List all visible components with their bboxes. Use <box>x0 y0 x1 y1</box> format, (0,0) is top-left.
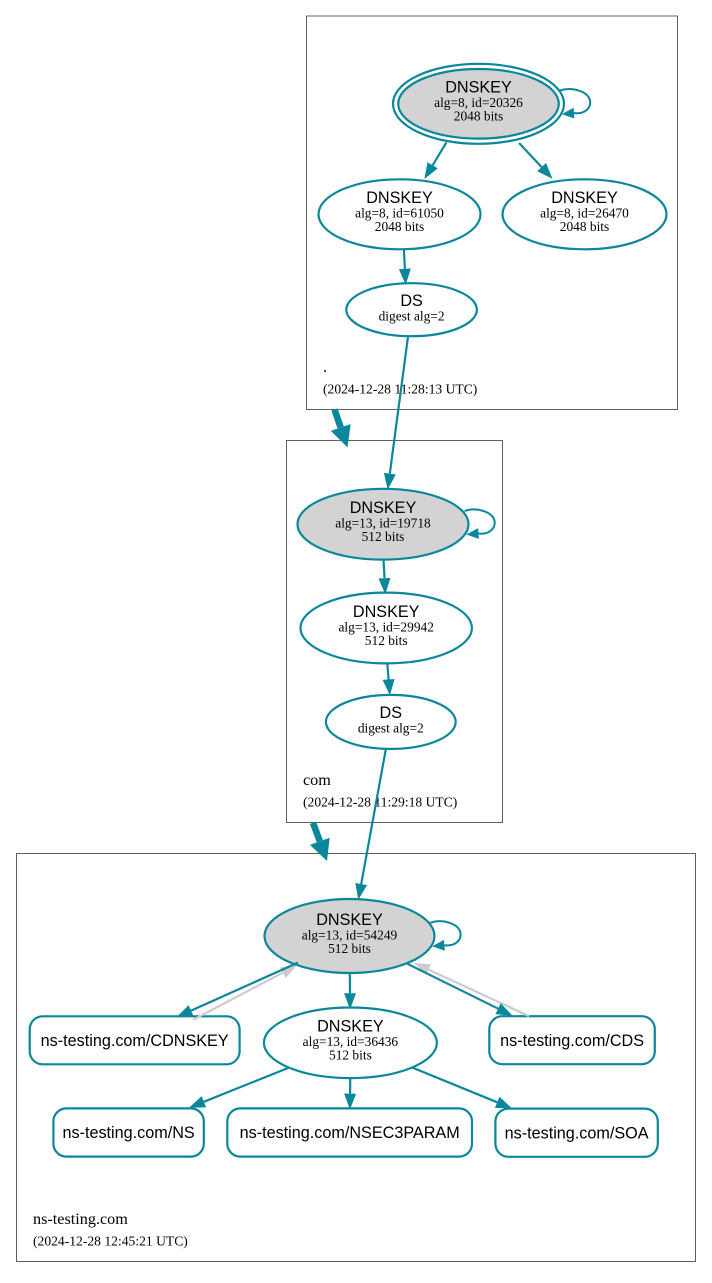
svg-text:digest alg=2: digest alg=2 <box>379 308 445 323</box>
svg-text:512 bits: 512 bits <box>329 1048 372 1063</box>
svg-text:512 bits: 512 bits <box>362 529 405 544</box>
svg-text:2048 bits: 2048 bits <box>375 219 424 234</box>
svg-text:digest alg=2: digest alg=2 <box>358 721 424 736</box>
svg-text:ns-testing.com: ns-testing.com <box>33 1210 128 1228</box>
svg-text:(2024-12-28 12:45:21 UTC): (2024-12-28 12:45:21 UTC) <box>33 1234 188 1250</box>
svg-text:2048 bits: 2048 bits <box>560 219 609 234</box>
svg-text:DNSKEY: DNSKEY <box>317 1018 384 1036</box>
svg-text:DS: DS <box>380 704 403 722</box>
svg-text:com: com <box>303 771 331 789</box>
svg-text:(2024-12-28 11:29:18 UTC): (2024-12-28 11:29:18 UTC) <box>303 795 457 811</box>
svg-text:2048 bits: 2048 bits <box>454 109 503 124</box>
svg-text:DNSKEY: DNSKEY <box>445 79 512 97</box>
svg-text:ns-testing.com/NSEC3PARAM: ns-testing.com/NSEC3PARAM <box>240 1124 460 1142</box>
svg-text:DS: DS <box>400 292 423 310</box>
svg-text:ns-testing.com/CDS: ns-testing.com/CDS <box>500 1032 644 1050</box>
svg-text:DNSKEY: DNSKEY <box>350 499 417 517</box>
svg-text:ns-testing.com/NS: ns-testing.com/NS <box>62 1124 194 1142</box>
svg-text:.: . <box>323 358 327 376</box>
svg-text:DNSKEY: DNSKEY <box>316 911 383 929</box>
svg-text:ns-testing.com/CDNSKEY: ns-testing.com/CDNSKEY <box>41 1032 229 1050</box>
svg-text:DNSKEY: DNSKEY <box>366 189 433 207</box>
svg-text:DNSKEY: DNSKEY <box>353 603 420 621</box>
svg-text:DNSKEY: DNSKEY <box>551 189 618 207</box>
svg-text:512 bits: 512 bits <box>365 633 408 648</box>
svg-text:ns-testing.com/SOA: ns-testing.com/SOA <box>505 1124 649 1142</box>
svg-text:512 bits: 512 bits <box>328 941 371 956</box>
